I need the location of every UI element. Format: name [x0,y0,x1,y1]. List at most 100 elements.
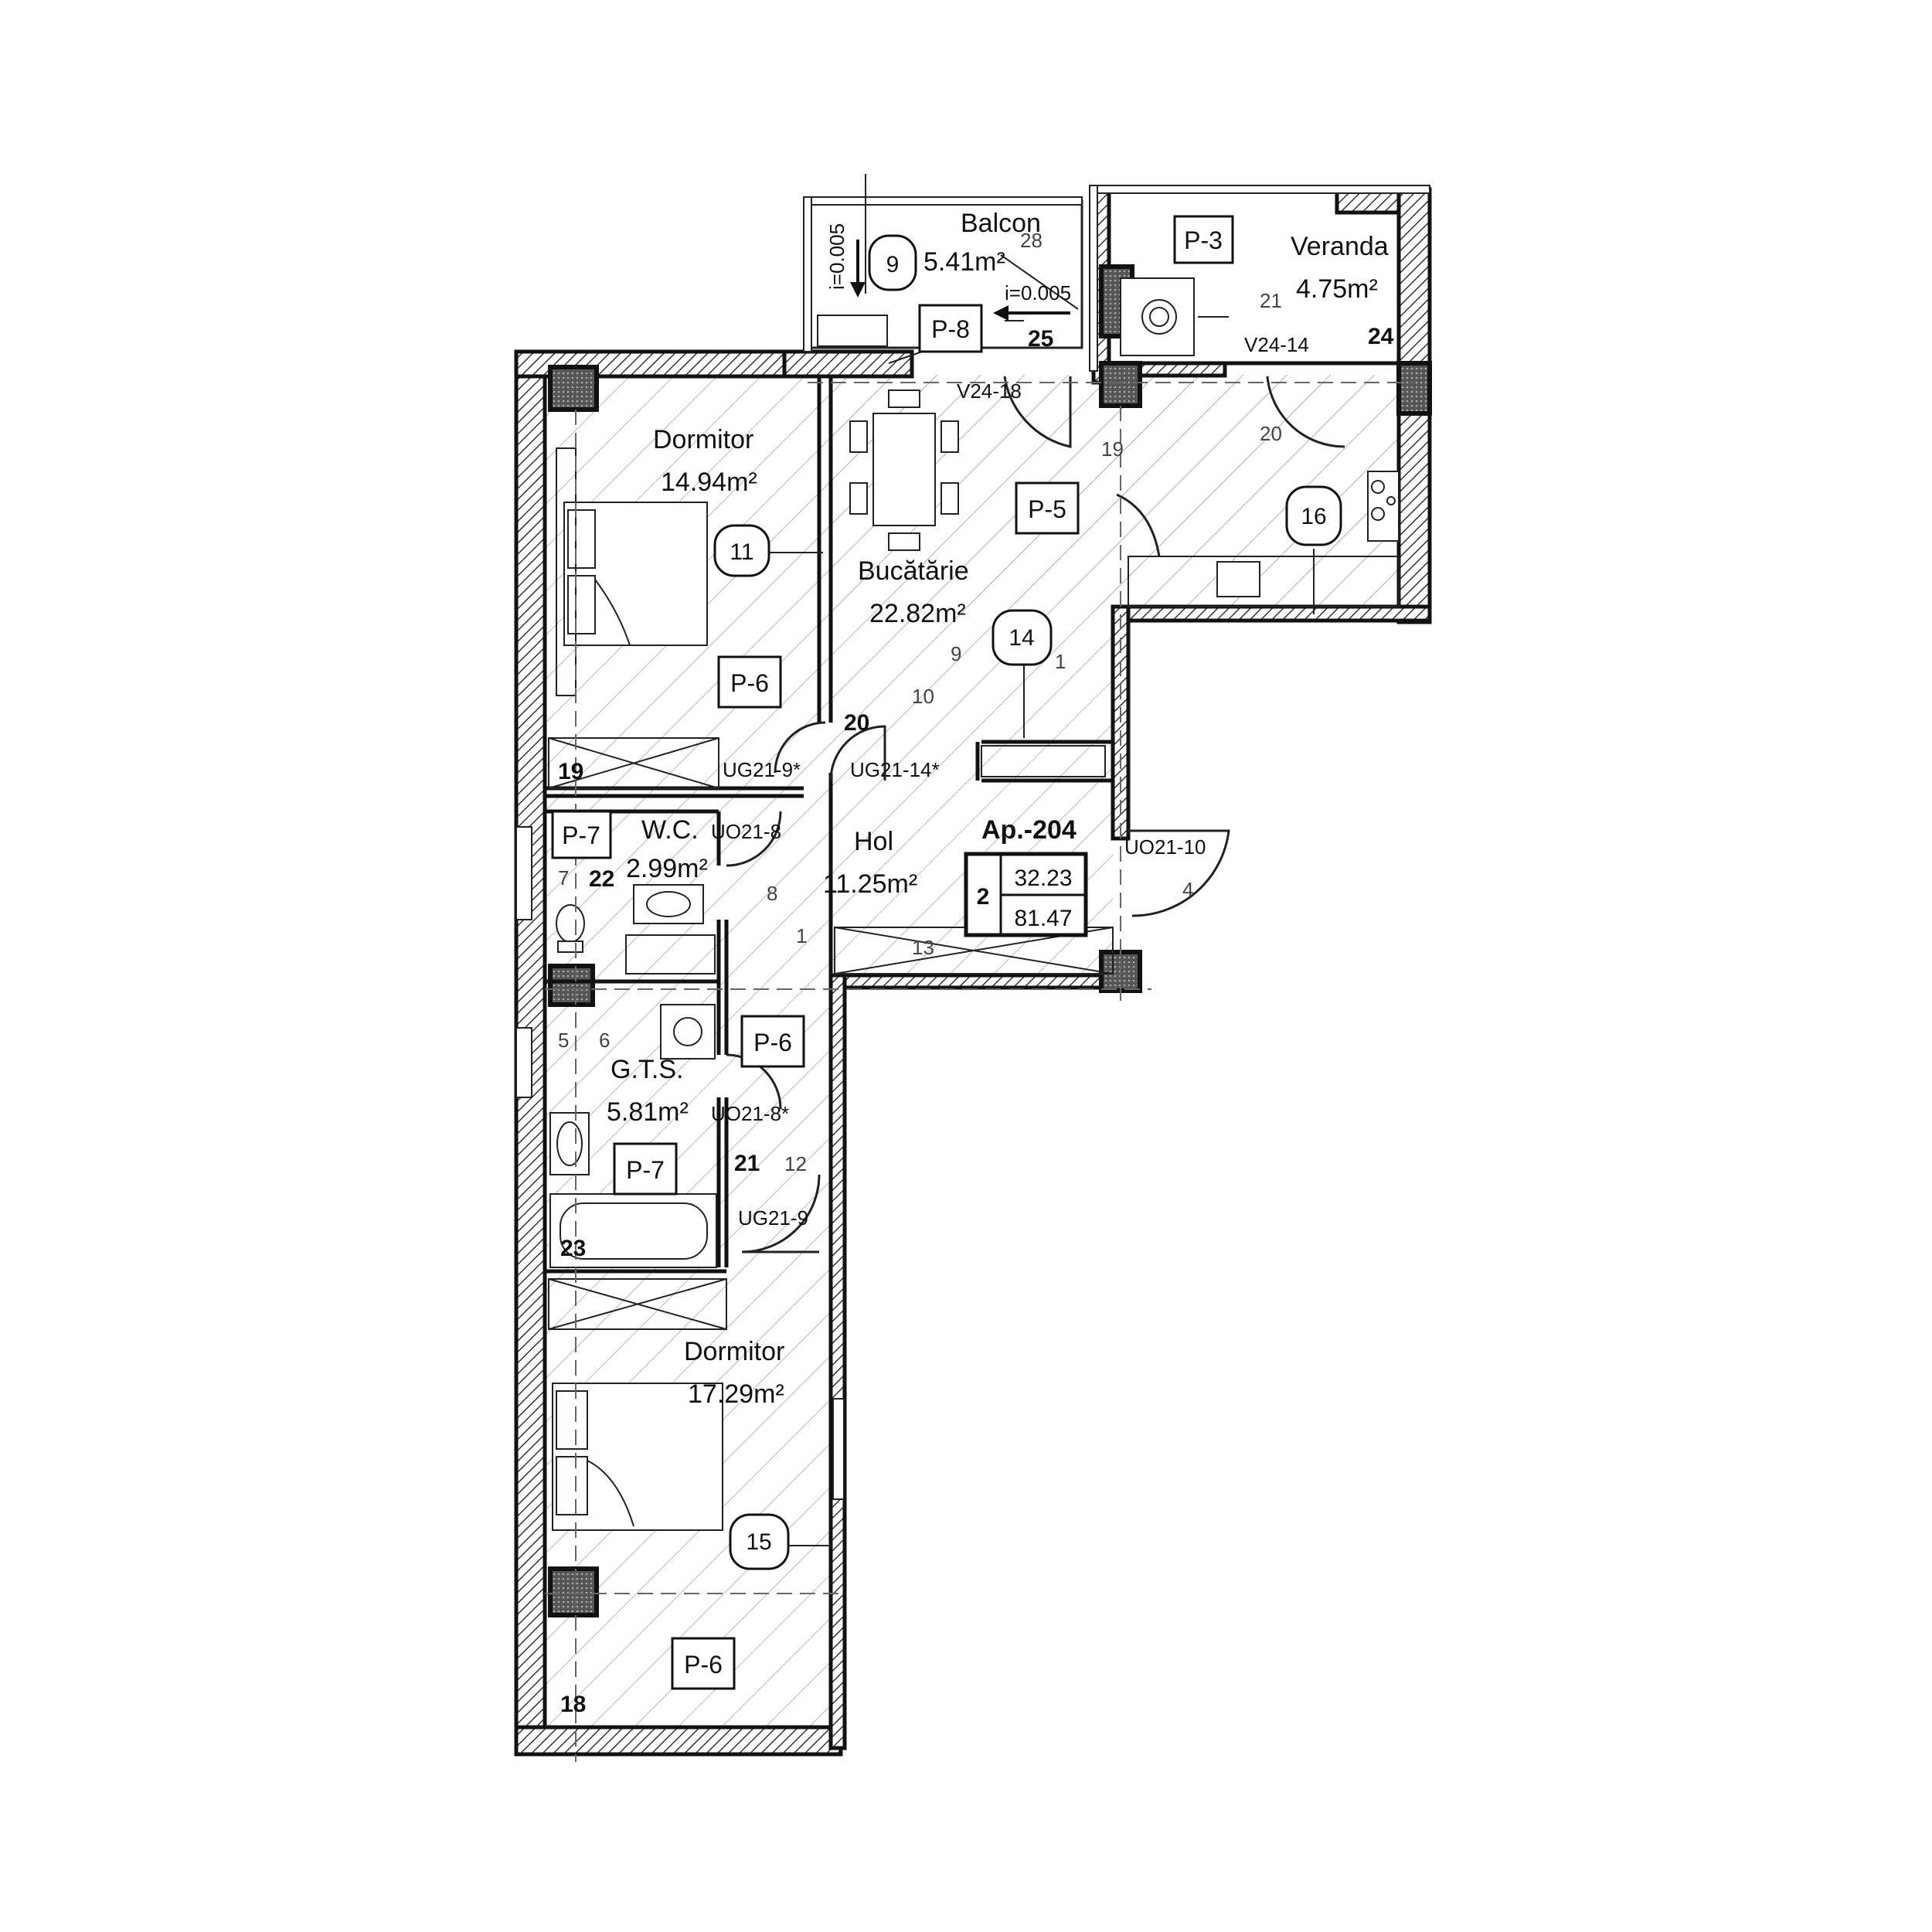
finish-tag-text: P-3 P-8 P-5 P-6 P-6 P-6 P-7 P-7 [562,226,1223,1679]
room-number: 11 [730,539,753,565]
label: 24 [1368,324,1394,349]
finish-tag: P-3 [1184,226,1223,254]
finish-tag: P-5 [1028,495,1066,523]
door-code: V24-14 [1244,333,1309,356]
room-area: 17.29m² [688,1379,784,1409]
finish-tags [551,215,1234,1690]
label: 13 [912,936,934,959]
label: 25 [1028,326,1053,352]
label: 22 [589,866,614,892]
label: 23 [560,1236,586,1261]
label: 21 [1260,289,1282,312]
finish-tag: P-6 [730,669,769,697]
ventilation-unit [1120,277,1195,356]
door-code: UG21-14* [850,758,940,781]
label: 21 [734,1151,760,1176]
room-number: 9 [886,252,900,277]
column [548,365,599,412]
finish-tag: P-6 [684,1651,723,1679]
door-code: UO21-8 [711,820,781,843]
wall-kitchen-bottom [1111,604,1432,623]
finish-tag: P-7 [626,1156,665,1184]
column [548,964,595,1007]
room-area: 5.81m² [607,1097,689,1127]
door-code: UG21-9* [723,758,801,781]
label: 19 [1101,437,1124,461]
column [1396,361,1432,416]
label: 28 [1020,229,1043,252]
room-labels: Balcon 5.41m² Veranda 4.75m² Dormitor 14… [607,209,1389,1409]
slope: i=0.005 [1005,281,1071,304]
room-name: Balcon [961,209,1041,238]
furniture [549,277,1400,1531]
apartment-id: Ap.-204 [981,815,1077,845]
label: 18 [560,1692,586,1717]
room-area: 11.25m² [823,869,917,899]
wall-top-kitchen [782,349,914,379]
room-area: 4.75m² [1296,274,1378,304]
room-number: 14 [1009,625,1034,651]
room-numbers: 9 11 14 16 15 [713,234,1342,1570]
room-name: Hol [854,827,893,856]
wall-right-lower [828,973,847,1750]
label: 4 [1182,878,1193,901]
room-name: Veranda [1291,232,1389,261]
apartment-box: Ap.-204 2 32.23 81.47 [964,815,1088,937]
sink [633,884,704,924]
label: 7 [558,866,569,889]
finish-tag: P-7 [562,821,600,849]
door-code: V24-18 [957,379,1022,403]
label: 12 [784,1152,807,1175]
door-code: UO21-10 [1124,835,1206,859]
room-area: 22.82m² [869,599,966,628]
column [548,1566,599,1617]
door-code: UG21-9 [738,1206,808,1230]
room-name: Dormitor [684,1337,784,1366]
grid-lines [545,382,1414,1762]
label: 10 [912,685,934,708]
room-area: 14.94m² [661,468,757,497]
finish-tag: P-6 [753,1029,792,1056]
dining-table [872,413,936,526]
apartment-area-living: 32.23 [1014,866,1072,891]
door-code: UO21-8* [711,1102,789,1125]
label: 20 [844,710,869,736]
room-name: Dormitor [653,425,753,454]
toilet [556,904,585,943]
room-name: G.T.S. [611,1055,683,1084]
boiler [981,745,1106,777]
main-floor [545,375,1422,1739]
label: 6 [599,1029,610,1052]
label: 20 [1260,422,1282,445]
room-name: W.C. [641,815,699,845]
slope-labels: i=0.005 i=0.005 [825,223,1071,321]
room-name: Bucătărie [858,556,969,586]
kitchen-counter [1128,556,1400,607]
column [1099,361,1142,408]
room-number: 16 [1301,504,1326,529]
windows [515,185,1430,1500]
door-codes: UG21-9* UG21-14* UO21-8 UO21-10 UO21-8* … [711,333,1309,1230]
label: 1 [796,924,807,947]
stove [1367,471,1400,542]
ac-unit [817,315,888,347]
label: 8 [767,882,777,905]
doors [726,376,1345,1253]
label: 9 [951,642,961,665]
wall-bottom [514,1725,843,1757]
finish-tag: P-8 [931,315,970,343]
wardrobes [548,737,1114,1330]
room-area: 2.99m² [626,854,708,883]
apartment-area-total: 81.47 [1014,906,1072,931]
label: 1 [1055,650,1066,673]
bathtub [549,1193,717,1268]
room-number: 15 [746,1529,771,1555]
label: 19 [558,759,583,784]
room-area: 5.41m² [923,247,1005,277]
washer [660,1004,716,1060]
label: 5 [558,1029,569,1052]
apartment-rooms: 2 [977,884,990,910]
wall-hall-bottom [836,973,1115,990]
number-labels: 28 25 21 24 19 20 9 10 1 20 19 7 22 8 1 … [558,229,1394,1717]
